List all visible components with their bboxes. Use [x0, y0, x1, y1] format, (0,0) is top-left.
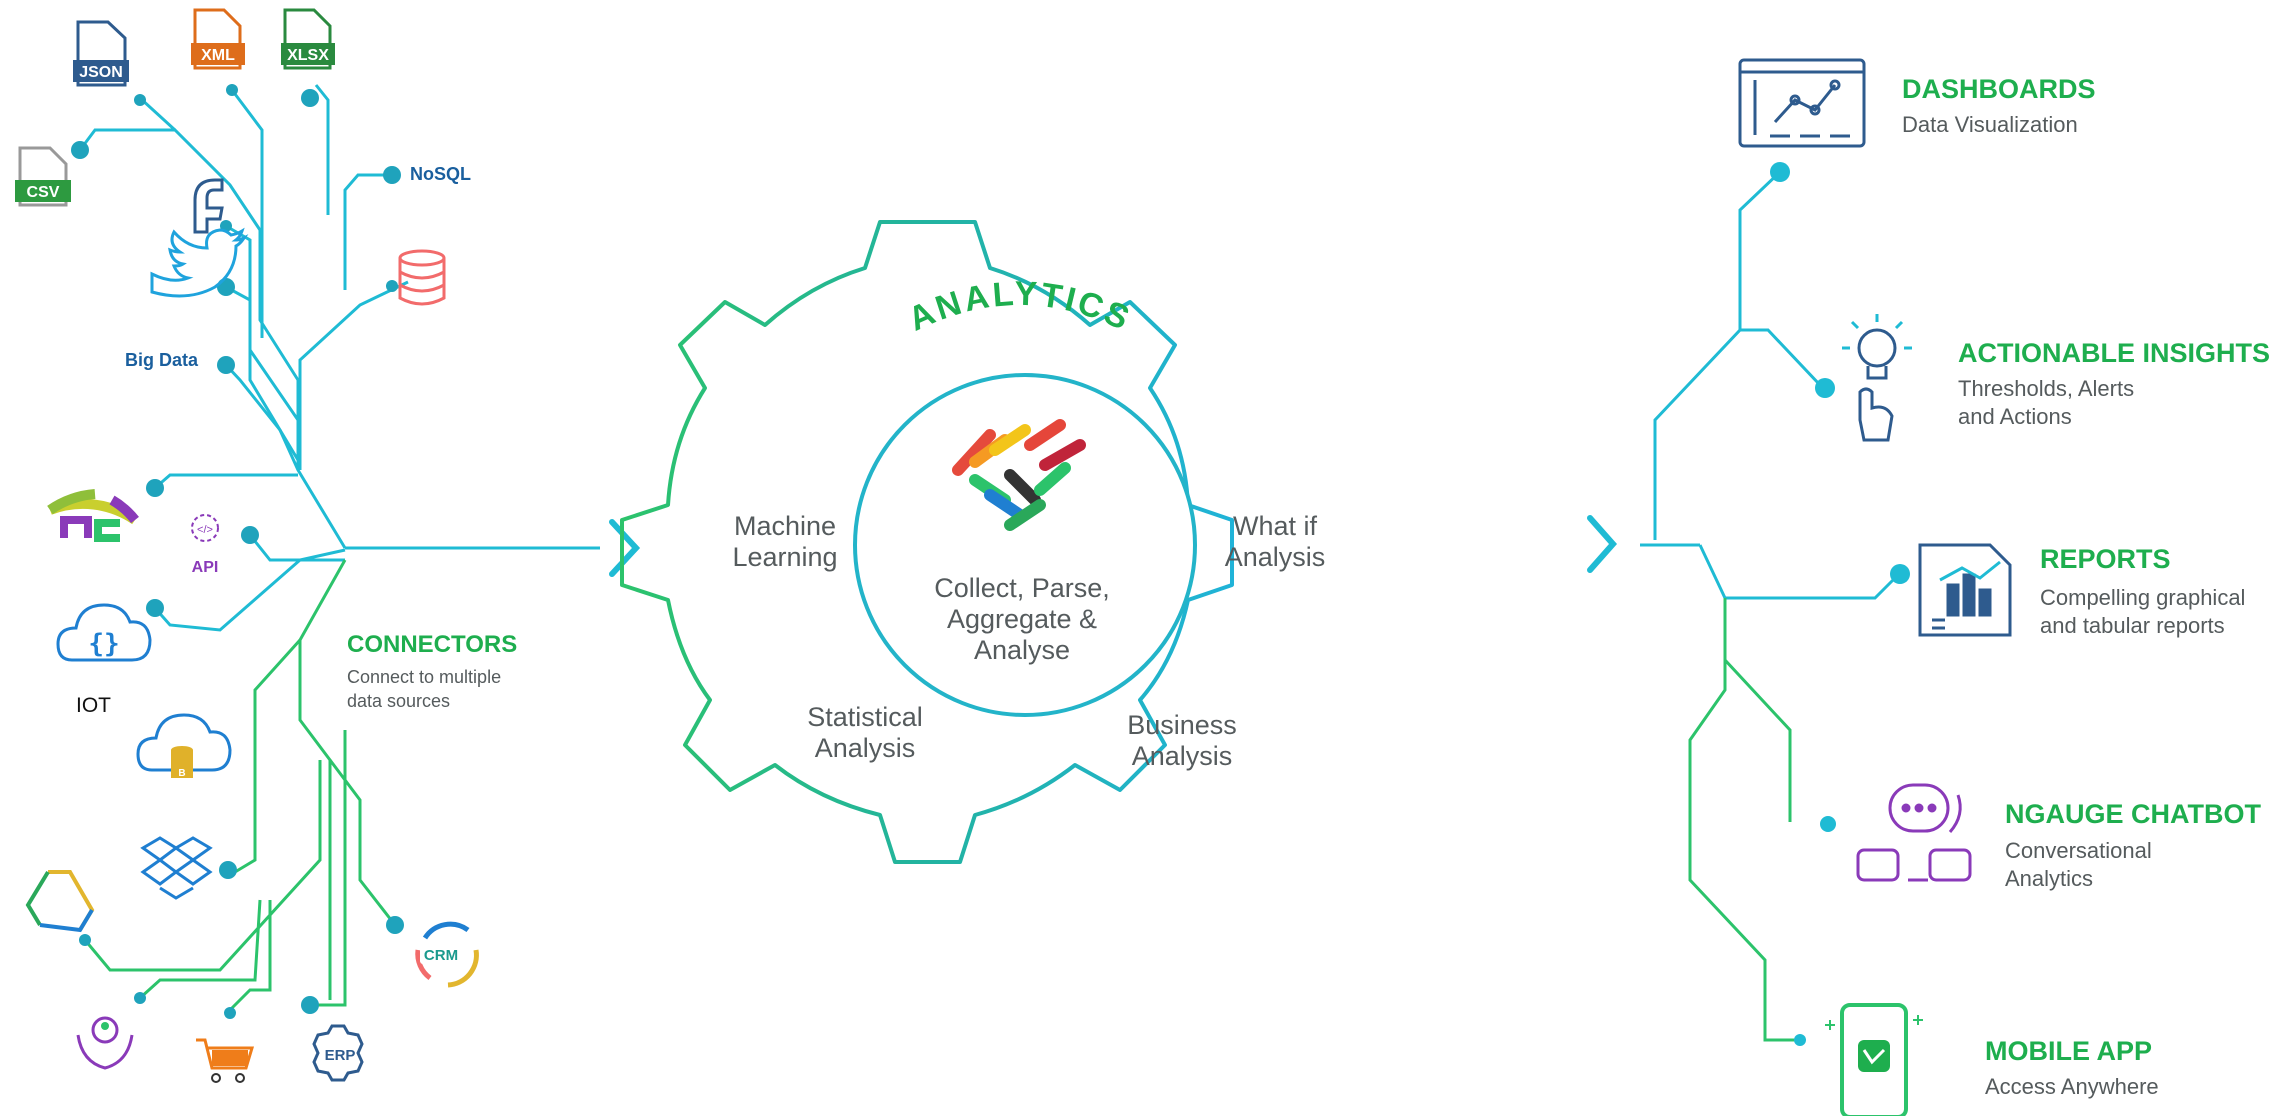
- biz-line2: Analysis: [1132, 741, 1233, 771]
- connectors-line1: Connect to multiple: [347, 667, 501, 687]
- svg-text:</>: </>: [197, 524, 213, 536]
- chatbot-title: NGAUGE CHATBOT: [2005, 799, 2261, 829]
- cloud-code-icon: {}: [56, 603, 152, 662]
- csv-label: CSV: [27, 184, 60, 201]
- output-tree: [1640, 170, 1897, 1042]
- insights-title: ACTIONABLE INSIGHTS: [1958, 338, 2270, 368]
- dropbox-icon: [140, 836, 213, 900]
- ngauge-logo-icon: [952, 419, 1086, 531]
- chatbot-sub2: Analytics: [2005, 866, 2093, 891]
- dashboard-icon: [1738, 58, 1866, 148]
- whatif-line2: Analysis: [1225, 542, 1326, 572]
- mobile-title: MOBILE APP: [1985, 1036, 2152, 1066]
- csv-file-icon: CSV: [15, 146, 71, 207]
- api-icon: </> API: [191, 514, 219, 576]
- chatbot-icon: [1856, 783, 1972, 882]
- shopping-cart-icon: [196, 1038, 255, 1083]
- crm-label: CRM: [424, 947, 458, 964]
- output-chevron-icon: [1587, 515, 1618, 573]
- center-line2: Aggregate &: [947, 604, 1097, 634]
- twitter-icon: [150, 227, 249, 298]
- connectors-title: CONNECTORS: [347, 631, 517, 658]
- lightbulb-insight-icon: [1842, 314, 1912, 442]
- insights-sub2: and Actions: [1958, 404, 2072, 429]
- svg-text:{}: {}: [88, 629, 119, 659]
- google-drive-icon: [25, 870, 95, 933]
- reports-sub1: Compelling graphical: [2040, 585, 2245, 610]
- stat-line2: Analysis: [815, 733, 916, 763]
- xml-label: XML: [201, 47, 235, 64]
- xlsx-label: XLSX: [287, 47, 329, 64]
- mobile-app-icon: [1825, 1003, 1923, 1116]
- mobile-sub: Access Anywhere: [1985, 1074, 2159, 1099]
- api-label: API: [192, 559, 219, 576]
- insights-sub1: Thresholds, Alerts: [1958, 376, 2134, 401]
- analytics-title-text: ANALYTICS: [903, 275, 1135, 339]
- chatbot-sub1: Conversational: [2005, 838, 2152, 863]
- dashboards-title: DASHBOARDS: [1902, 74, 2096, 104]
- ml-line2: Learning: [732, 542, 837, 572]
- cloud-database-icon: B: [136, 713, 232, 779]
- erp-label: ERP: [325, 1047, 356, 1064]
- connector-dots: [71, 84, 404, 1019]
- erp-gear-icon: ERP: [312, 1024, 364, 1082]
- center-line1: Collect, Parse,: [934, 573, 1110, 603]
- connector-tree: [78, 84, 600, 1012]
- report-document-icon: [1918, 543, 2012, 637]
- json-label: JSON: [79, 64, 123, 81]
- xml-file-icon: XML: [191, 8, 245, 70]
- dashboards-sub: Data Visualization: [1902, 112, 2078, 137]
- database-icon: [398, 249, 446, 306]
- reports-title: REPORTS: [2040, 544, 2171, 574]
- analytics-title: ANALYTICS: [903, 275, 1138, 339]
- center-line3: Analyse: [974, 635, 1070, 665]
- iot-label: IOT: [76, 694, 111, 717]
- db-badge-label: B: [178, 768, 185, 779]
- biz-line1: Business: [1127, 710, 1237, 740]
- facebook-icon: [193, 178, 224, 234]
- analytics-gear: [620, 220, 1234, 864]
- whatif-line1: What if: [1233, 511, 1318, 541]
- ml-line1: Machine: [734, 511, 836, 541]
- big-data-label: Big Data: [125, 350, 199, 370]
- customer-care-icon: [76, 1016, 134, 1070]
- reports-sub2: and tabular reports: [2040, 613, 2225, 638]
- connectors-line2: data sources: [347, 691, 450, 711]
- crm-cycle-icon: CRM: [415, 921, 479, 988]
- nosql-label: NoSQL: [410, 164, 471, 184]
- output-dots: [1770, 162, 1910, 1046]
- xlsx-file-icon: XLSX: [281, 8, 335, 70]
- json-file-icon: JSON: [73, 20, 129, 87]
- nc-logo-icon: [47, 489, 139, 542]
- stat-line1: Statistical: [807, 702, 923, 732]
